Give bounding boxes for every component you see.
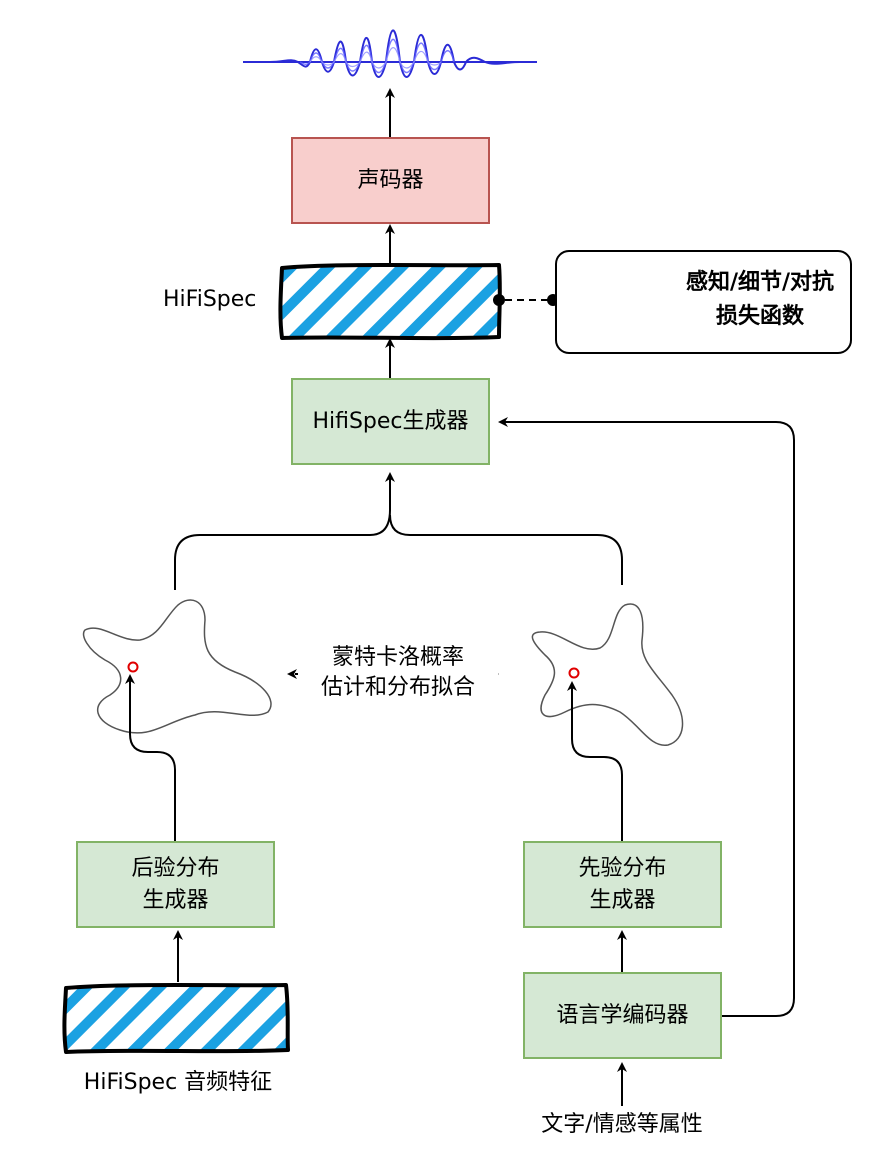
vocoder-label: 声码器 (357, 167, 424, 193)
arrow-posterior-to-sample (125, 674, 176, 841)
audio-features-label: HiFiSpec 音频特征 (83, 1070, 273, 1095)
posterior-generator-box: 后验分布 生成器 (76, 841, 275, 928)
prior-line-2: 生成器 (589, 887, 656, 913)
hifispec-generator-box: HifiSpec生成器 (291, 378, 490, 465)
arrow-encoder-to-generator (498, 417, 795, 1017)
posterior-line-2: 生成器 (142, 887, 209, 913)
hifispec-label: HiFiSpec (163, 287, 257, 312)
monte-carlo-label: 蒙特卡洛概率 估计和分布拟合 (298, 643, 498, 703)
monte-carlo-line-1: 蒙特卡洛概率 (298, 643, 498, 673)
loss-line-2: 损失函数 (715, 304, 804, 329)
hifispec-spectrogram-block (278, 263, 502, 341)
posterior-line-1: 后验分布 (131, 855, 220, 881)
linguistic-encoder-box: 语言学编码器 (523, 972, 722, 1059)
loss-function-label: 感知/细节/对抗 损失函数 (672, 266, 848, 334)
waveform-icon (243, 29, 537, 78)
monte-carlo-line-2: 估计和分布拟合 (298, 673, 498, 703)
arrow-merge-to-generator (174, 472, 395, 590)
distribution-blob-icon (82, 599, 272, 734)
loss-function-box (555, 250, 852, 354)
prior-generator-box: 先验分布 生成器 (523, 841, 722, 928)
prior-line-1: 先验分布 (578, 855, 667, 881)
linguistic-encoder-label: 语言学编码器 (556, 1002, 689, 1028)
text-input-label: 文字/情感等属性 (541, 1112, 703, 1137)
loss-line-1: 感知/细节/对抗 (685, 270, 835, 295)
sample-point-left (127, 661, 139, 673)
generator-label: HifiSpec生成器 (312, 408, 469, 434)
arrow-prior-to-sample (567, 681, 623, 841)
audio-feature-block (62, 983, 290, 1054)
distribution-blob-icon (531, 603, 684, 746)
sample-point-right (568, 667, 580, 679)
vocoder-box: 声码器 (291, 137, 490, 224)
